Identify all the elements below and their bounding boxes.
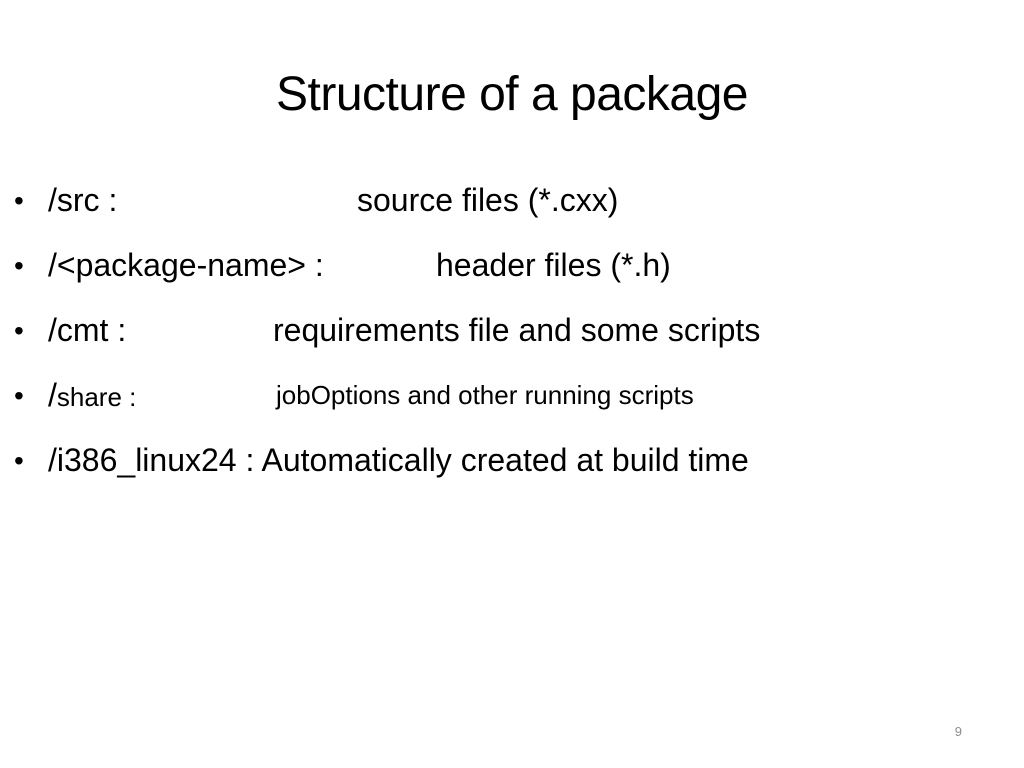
directory-description: jobOptions and other running scripts [276, 380, 694, 410]
path-name: share : [56, 382, 137, 412]
directory-path: /i386_linux24 : Automatically created at… [48, 442, 749, 478]
directory-description: requirements file and some scripts [273, 312, 761, 348]
directory-description: source files (*.cxx) [357, 182, 619, 218]
bullet-icon: • [14, 184, 24, 216]
bullet-icon: • [14, 249, 24, 281]
list-item: • /<package-name> : header files (*.h) [14, 233, 1014, 298]
bullet-icon: • [14, 444, 24, 476]
bullet-icon: • [14, 314, 24, 346]
bullet-list: • /src : source files (*.cxx) • /<packag… [14, 168, 1014, 493]
path-slash: / [48, 377, 57, 413]
list-item: • /src : source files (*.cxx) [14, 168, 1014, 233]
list-item: • /i386_linux24 : Automatically created … [14, 428, 1014, 493]
directory-path: /cmt : [48, 312, 127, 348]
list-item: • /share : jobOptions and other running … [14, 363, 1014, 428]
slide-number: 9 [954, 724, 962, 739]
bullet-icon: • [14, 379, 24, 411]
slide-title: Structure of a package [276, 68, 748, 121]
list-item: • /cmt : requirements file and some scri… [14, 298, 1014, 363]
directory-path: /<package-name> : [48, 247, 324, 283]
directory-description: header files (*.h) [436, 247, 671, 283]
directory-path: /src : [48, 182, 118, 218]
directory-path: /share : [48, 377, 274, 414]
